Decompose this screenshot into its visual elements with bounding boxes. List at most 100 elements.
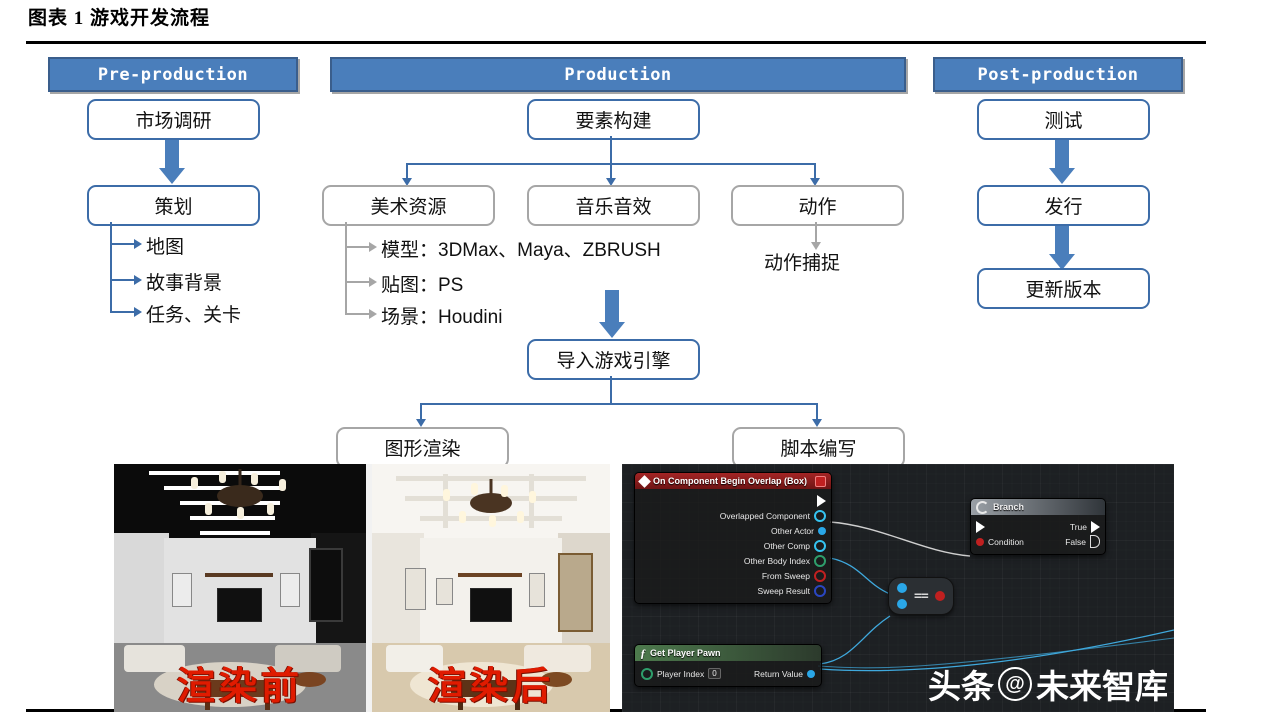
arrow-to-game-engine bbox=[590, 290, 634, 338]
art-branch-line-1 bbox=[345, 246, 371, 248]
node-body-branch: True Condition False bbox=[971, 515, 1105, 554]
pin-row-sweep-result[interactable]: Sweep Result bbox=[635, 583, 831, 598]
render-before-image: 渲染前 bbox=[114, 464, 366, 712]
production-arrow-motion bbox=[810, 178, 820, 186]
blueprint-node-get-player-pawn[interactable]: ƒ Get Player Pawn Player Index 0 Return … bbox=[634, 644, 822, 687]
arrow-release-to-update bbox=[1040, 226, 1084, 270]
art-branch-arrow-3 bbox=[369, 309, 377, 319]
pin-row-from-sweep[interactable]: From Sweep bbox=[635, 568, 831, 583]
equals-symbol: == bbox=[914, 588, 929, 604]
arrow-testing-to-release bbox=[1040, 140, 1084, 184]
phase-header-post-production[interactable]: Post-production bbox=[933, 57, 1183, 92]
render-before-caption: 渲染前 bbox=[176, 666, 303, 708]
art-item-model: 模型：3DMax、Maya、ZBRUSH bbox=[381, 240, 661, 261]
render-after-image: 渲染后 bbox=[372, 464, 610, 712]
pin-equals-b-icon bbox=[897, 599, 907, 609]
branch-false-exec-icon bbox=[1090, 535, 1100, 548]
pin-sweep-result-icon bbox=[814, 584, 826, 597]
production-drop-motion bbox=[814, 163, 816, 180]
node-header-on-component-begin-overlap: On Component Begin Overlap (Box) bbox=[635, 473, 831, 489]
box-music-sound[interactable]: 音乐音效 bbox=[527, 185, 700, 226]
planning-bracket-stem bbox=[110, 222, 112, 312]
branch-true-exec-icon bbox=[1091, 520, 1100, 533]
engine-arrow-script bbox=[812, 419, 822, 427]
box-update-version[interactable]: 更新版本 bbox=[977, 268, 1150, 309]
art-bracket-stem bbox=[345, 222, 347, 314]
art-branch-arrow-2 bbox=[369, 277, 377, 287]
art-branch-line-3 bbox=[345, 313, 371, 315]
figure-divider-bottom bbox=[26, 709, 1206, 712]
equals-input-pins bbox=[897, 583, 907, 609]
box-element-construction[interactable]: 要素构建 bbox=[527, 99, 700, 140]
pin-other-comp-icon bbox=[814, 539, 826, 552]
watermark-account: 未来智库 bbox=[1036, 668, 1168, 705]
pin-overlapped-component-icon bbox=[814, 509, 826, 522]
blueprint-node-branch[interactable]: Branch True Condition False bbox=[970, 498, 1106, 555]
production-arrow-art bbox=[402, 178, 412, 186]
pin-row-other-body-index[interactable]: Other Body Index bbox=[635, 553, 831, 568]
box-planning[interactable]: 策划 bbox=[87, 185, 260, 226]
pin-other-body-index-icon bbox=[814, 554, 826, 567]
box-animation[interactable]: 动作 bbox=[731, 185, 904, 226]
planning-branch-line-1 bbox=[110, 243, 136, 245]
pin-player-index-icon bbox=[641, 667, 653, 680]
blueprint-node-on-component-begin-overlap[interactable]: On Component Begin Overlap (Box) Overlap… bbox=[634, 472, 832, 604]
pin-row-exec-out[interactable] bbox=[635, 493, 831, 508]
watermark: 头条 @ 未来智库 bbox=[928, 660, 1168, 708]
art-branch-line-2 bbox=[345, 281, 371, 283]
engine-drop-script bbox=[816, 403, 818, 421]
box-market-research[interactable]: 市场调研 bbox=[87, 99, 260, 140]
engine-drop-render bbox=[420, 403, 422, 421]
planning-branch-line-3 bbox=[110, 311, 136, 313]
node-body-get-player-pawn: Player Index 0 Return Value bbox=[635, 661, 821, 686]
box-art-resources[interactable]: 美术资源 bbox=[322, 185, 495, 226]
figure-title: 图表 1 游戏开发流程 bbox=[28, 8, 211, 29]
art-item-texture: 贴图：PS bbox=[381, 275, 464, 296]
box-import-game-engine[interactable]: 导入游戏引擎 bbox=[527, 339, 700, 380]
box-testing[interactable]: 测试 bbox=[977, 99, 1150, 140]
pin-row-player-index[interactable]: Player Index 0 bbox=[641, 666, 721, 681]
render-comparison-photo: 渲染前 bbox=[114, 464, 610, 712]
watermark-at-icon: @ bbox=[998, 667, 1032, 701]
box-script-writing[interactable]: 脚本编写 bbox=[732, 427, 905, 468]
pin-return-value-icon bbox=[807, 669, 815, 678]
title-divider-top bbox=[26, 41, 1206, 44]
watermark-brand: 头条 bbox=[928, 668, 994, 705]
pin-row-other-comp[interactable]: Other Comp bbox=[635, 538, 831, 553]
event-diamond-icon bbox=[638, 474, 651, 488]
photo-divider bbox=[366, 464, 372, 712]
blueprint-wires bbox=[817, 521, 1174, 672]
event-stop-icon bbox=[815, 475, 826, 487]
pin-row-branch-exec[interactable]: True bbox=[971, 519, 1105, 534]
engine-bus-stem bbox=[610, 376, 612, 404]
phase-header-pre-production[interactable]: Pre-production bbox=[48, 57, 298, 92]
blueprint-graph-panel[interactable]: On Component Begin Overlap (Box) Overlap… bbox=[622, 464, 1174, 712]
planning-branch-line-2 bbox=[110, 279, 136, 281]
planning-item-story: 故事背景 bbox=[146, 273, 223, 294]
pin-row-overlapped-component[interactable]: Overlapped Component bbox=[635, 508, 831, 523]
pin-row-other-actor[interactable]: Other Actor bbox=[635, 523, 831, 538]
node-body-on-component-begin-overlap: Overlapped Component Other Actor Other C… bbox=[635, 489, 831, 603]
node-header-get-player-pawn: ƒ Get Player Pawn bbox=[635, 645, 821, 661]
pin-row-branch-condition[interactable]: Condition False bbox=[971, 534, 1105, 549]
function-icon: ƒ bbox=[640, 645, 646, 660]
pin-from-sweep-icon bbox=[814, 569, 826, 582]
planning-branch-arrow-1 bbox=[134, 239, 142, 249]
player-index-value-field[interactable]: 0 bbox=[708, 668, 721, 679]
node-header-branch: Branch bbox=[971, 499, 1105, 515]
production-drop-audio bbox=[610, 163, 612, 180]
planning-item-quest: 任务、关卡 bbox=[146, 305, 242, 326]
production-drop-art bbox=[406, 163, 408, 180]
phase-header-production[interactable]: Production bbox=[330, 57, 906, 92]
box-graphics-rendering[interactable]: 图形渲染 bbox=[336, 427, 509, 468]
production-bus-stem bbox=[610, 136, 612, 164]
planning-branch-arrow-2 bbox=[134, 275, 142, 285]
pin-equals-a-icon bbox=[897, 583, 907, 593]
engine-arrow-render bbox=[416, 419, 426, 427]
render-after-caption: 渲染后 bbox=[427, 666, 554, 708]
planning-item-map: 地图 bbox=[146, 237, 185, 258]
blueprint-node-equals[interactable]: == bbox=[888, 577, 954, 615]
pin-row-return-value[interactable]: Return Value bbox=[754, 666, 815, 681]
box-release[interactable]: 发行 bbox=[977, 185, 1150, 226]
planning-branch-arrow-3 bbox=[134, 307, 142, 317]
